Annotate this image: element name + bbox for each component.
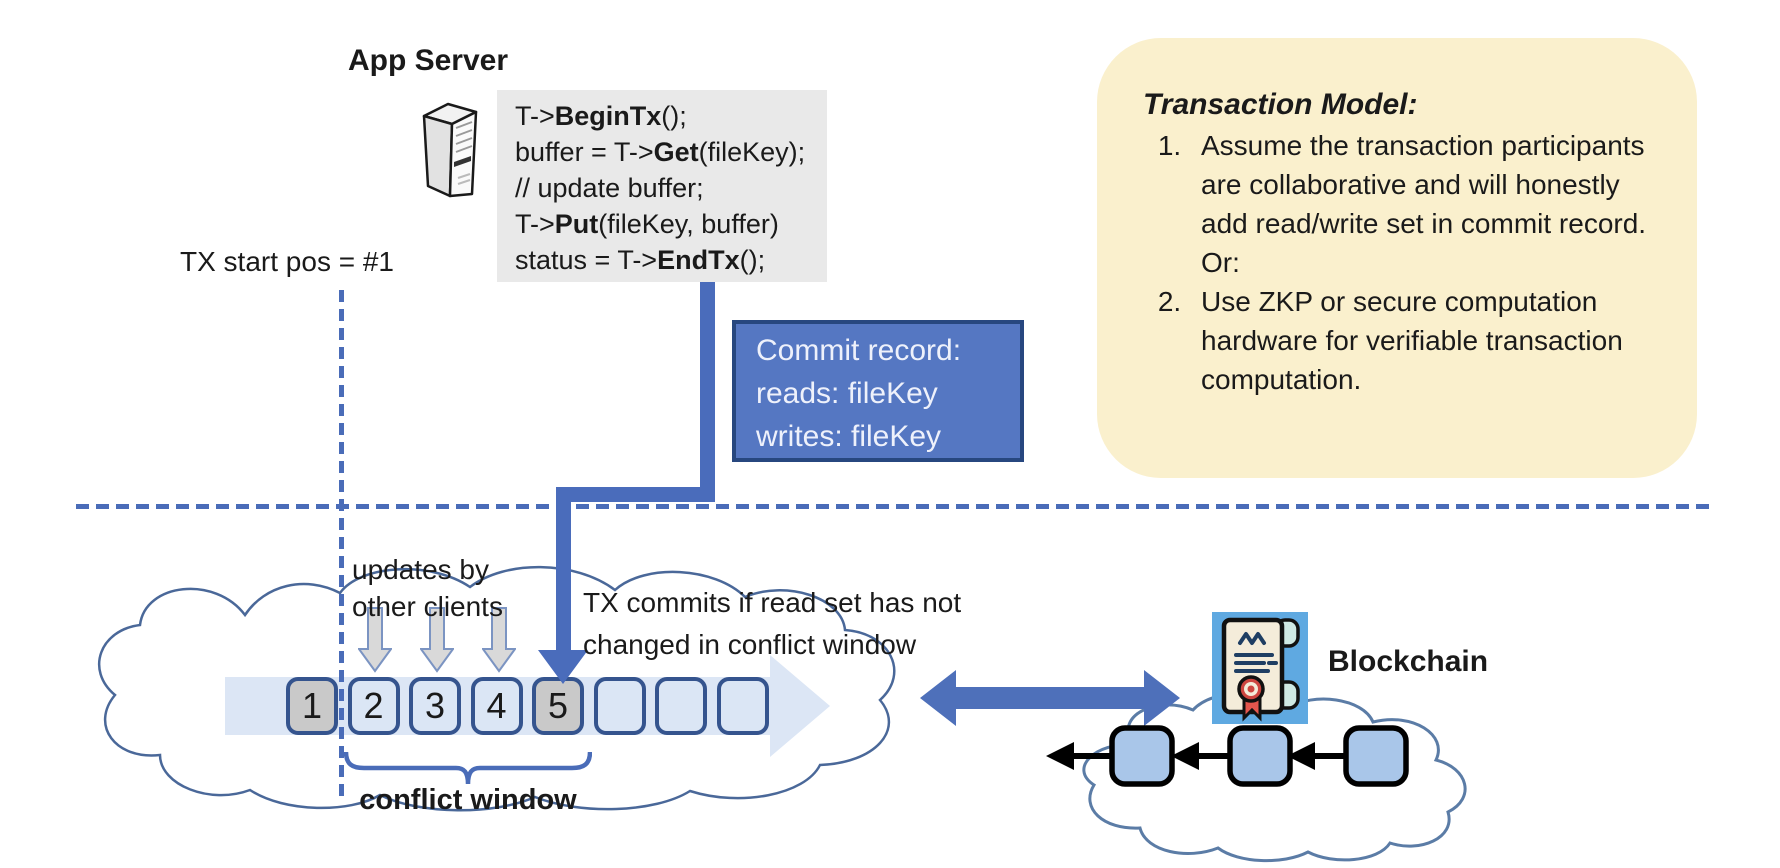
tx-start-label: TX start pos = #1 — [180, 246, 394, 277]
transaction-model-item: Assume the transaction participants are … — [1189, 126, 1669, 282]
chain-block — [1109, 725, 1175, 787]
horizontal-dashed-divider — [76, 504, 1716, 509]
update-arrow-icon — [482, 607, 516, 673]
tx-commits-note: TX commits if read set has not changed i… — [583, 587, 962, 660]
app-server-title: App Server — [347, 44, 509, 77]
transaction-model-list: Assume the transaction participants are … — [1097, 126, 1697, 399]
timeline-block: 3 — [409, 677, 461, 735]
chain-arrow-icon — [1046, 742, 1348, 770]
code-line: // update buffer; — [515, 173, 704, 203]
timeline-block — [593, 677, 646, 735]
server-icon — [422, 102, 478, 198]
code-line: T->Put(fileKey, buffer) — [515, 209, 779, 239]
transaction-model-title: Transaction Model: — [1143, 88, 1418, 121]
blockchain-label: Blockchain — [1328, 645, 1489, 678]
conflict-window-bracket — [344, 751, 592, 785]
code-line: buffer = T->Get(fileKey); — [515, 137, 806, 167]
timeline-block — [716, 677, 769, 735]
blockchain-chain — [1046, 725, 1409, 787]
commit-record-box: Commit record: reads: fileKey writes: fi… — [732, 320, 1024, 462]
tx-start-dashed-line — [339, 290, 344, 798]
code-lines: T->BeginTx(); buffer = T->Get(fileKey); //… — [515, 98, 827, 278]
timeline-block — [655, 677, 707, 735]
sync-double-arrow — [920, 670, 1180, 726]
conflict-window-label: conflict window — [359, 784, 577, 816]
certificate-icon — [1212, 612, 1308, 724]
timeline-block: 2 — [347, 677, 400, 735]
updates-by-other-clients-label: updates by other clients — [352, 554, 503, 622]
update-arrow-icon — [420, 607, 454, 673]
transaction-model-item: Use ZKP or secure computation hardware f… — [1189, 282, 1669, 399]
code-line: T->BeginTx(); — [515, 101, 687, 131]
timeline-block: 4 — [470, 677, 523, 735]
commit-record-line: reads: fileKey — [756, 377, 938, 410]
commit-record-line: writes: fileKey — [756, 420, 942, 453]
update-arrow-icon — [358, 607, 392, 673]
timeline-block: 5 — [532, 677, 584, 735]
chain-block — [1343, 725, 1409, 787]
commit-record-line: Commit record: — [756, 334, 962, 367]
timeline-block: 1 — [286, 677, 338, 735]
chain-block — [1227, 725, 1293, 787]
code-line: status = T->EndTx(); — [515, 245, 766, 275]
code-snippet: T->BeginTx(); buffer = T->Get(fileKey); //… — [497, 90, 827, 282]
transaction-model-box: Transaction Model: Assume the transactio… — [1097, 38, 1697, 478]
